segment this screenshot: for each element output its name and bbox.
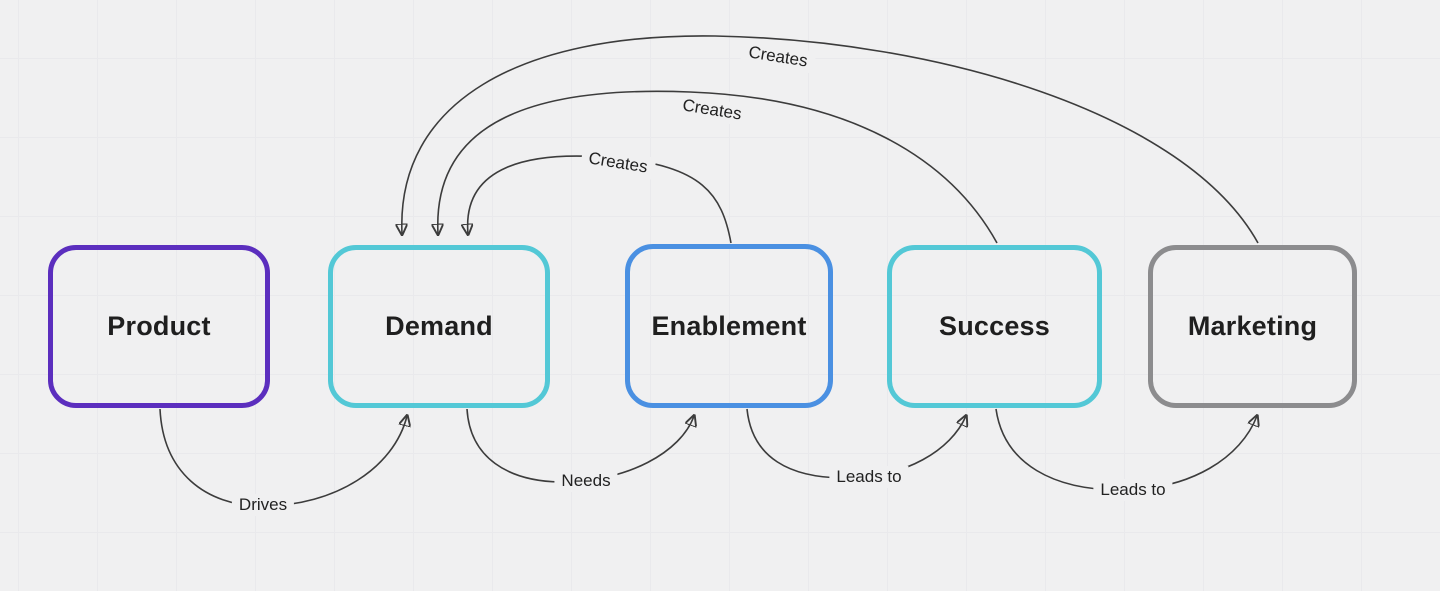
- edge-label-needs[interactable]: Needs: [554, 470, 618, 492]
- node-success[interactable]: Success: [887, 245, 1102, 408]
- node-enablement[interactable]: Enablement: [625, 244, 833, 408]
- node-marketing[interactable]: Marketing: [1148, 245, 1357, 408]
- edge-marketing-demand[interactable]: [402, 35, 1259, 244]
- node-marketing-label: Marketing: [1187, 311, 1318, 341]
- edge-product-demand[interactable]: [159, 408, 407, 507]
- edge-label-leads-to-2[interactable]: Leads to: [1093, 479, 1173, 501]
- edge-success-marketing[interactable]: [995, 408, 1257, 491]
- node-demand-label: Demand: [385, 311, 493, 341]
- node-enablement-label: Enablement: [651, 310, 807, 341]
- node-success-label: Success: [939, 311, 1050, 341]
- node-demand[interactable]: Demand: [328, 245, 550, 408]
- node-product[interactable]: Product: [48, 245, 270, 408]
- edge-success-demand[interactable]: [438, 90, 998, 244]
- edge-label-drives[interactable]: Drives: [231, 494, 295, 516]
- edge-label-leads-to-1[interactable]: Leads to: [829, 466, 909, 488]
- node-product-label: Product: [107, 311, 211, 341]
